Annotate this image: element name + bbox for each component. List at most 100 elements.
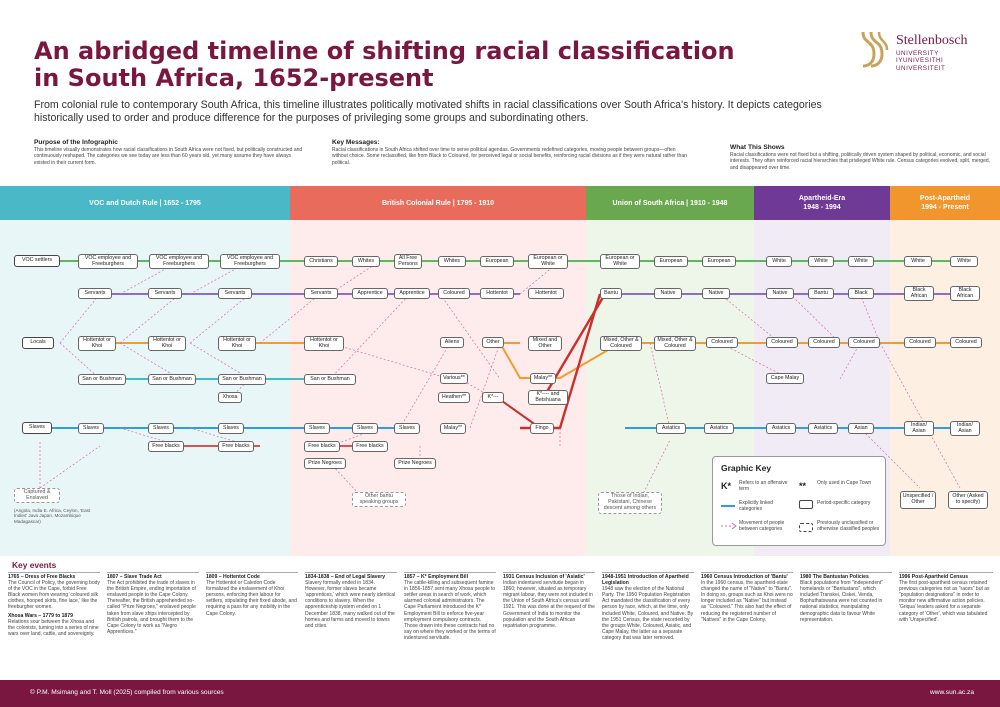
node-asiatics-union-2[interactable]: Asiatics bbox=[704, 423, 734, 434]
node-white-post-2[interactable]: White bbox=[950, 256, 978, 267]
node-white-apartheid-3[interactable]: White bbox=[848, 256, 874, 267]
node-servants-1[interactable]: Servants bbox=[78, 288, 112, 299]
intro-shows-heading: What This Shows bbox=[730, 144, 785, 151]
event-text: The first post-apartheid census retained… bbox=[899, 580, 990, 623]
node-indian-asian-1[interactable]: Indian/ Asian bbox=[904, 421, 934, 436]
node-white-apartheid-1[interactable]: White bbox=[766, 256, 792, 267]
node-san-voc-2[interactable]: San or Bushman bbox=[148, 374, 196, 385]
node-native-union-1[interactable]: Native bbox=[654, 288, 682, 299]
node-voc-employee-1[interactable]: VOC employee and Freeburghers bbox=[78, 254, 138, 269]
node-free-blacks-voc-1[interactable]: Free blacks bbox=[148, 441, 184, 452]
node-san-voc-1[interactable]: San or Bushman bbox=[78, 374, 126, 385]
node-mixed-other-coloured-1[interactable]: Mixed, Other & Coloured bbox=[600, 336, 642, 351]
node-aliens[interactable]: Aliens bbox=[440, 337, 464, 348]
node-bantu-union[interactable]: Bantu bbox=[600, 288, 622, 299]
node-black-african-2[interactable]: Black African bbox=[950, 286, 980, 301]
node-mixed-and-other[interactable]: Mixed and Other bbox=[528, 336, 562, 351]
node-unspecified-other[interactable]: Unspecified / Other bbox=[900, 491, 936, 509]
node-k-and-betshuana[interactable]: K*---- and Betshuana bbox=[528, 390, 568, 405]
node-christians[interactable]: Christians bbox=[304, 256, 338, 267]
node-slaves-origin[interactable]: Slaves bbox=[22, 422, 52, 434]
node-hottentot-british-1[interactable]: Hottentot bbox=[480, 288, 514, 299]
node-indian-pakistani-chinese[interactable]: Those of Indian, Pakistani, Chinese desc… bbox=[598, 492, 662, 514]
node-other-asked[interactable]: Other (Asked to specify) bbox=[948, 491, 988, 509]
node-voc-employee-3[interactable]: VOC employee and Freeburghers bbox=[220, 254, 280, 269]
band-british: British Colonial Rule | 1795 - 1910 bbox=[290, 186, 586, 556]
node-coloured-union[interactable]: Coloured bbox=[706, 337, 738, 348]
node-coloured-post-1[interactable]: Coloured bbox=[904, 337, 936, 348]
node-european-british[interactable]: European bbox=[480, 256, 514, 267]
node-slaves-voc-3[interactable]: Slaves bbox=[218, 423, 244, 434]
node-black-apartheid[interactable]: Black bbox=[848, 288, 874, 299]
node-coloured-apartheid-1[interactable]: Coloured bbox=[766, 337, 798, 348]
node-free-blacks-british-1[interactable]: Free blacks bbox=[304, 441, 340, 452]
footer-url-link[interactable]: www.sun.ac.za bbox=[930, 689, 974, 696]
node-slaves-british-3[interactable]: Slaves bbox=[394, 423, 420, 434]
node-coloured-post-2[interactable]: Coloured bbox=[950, 337, 982, 348]
key-line-text: Explicitly linked categories bbox=[739, 500, 773, 512]
node-malay-1[interactable]: Malay** bbox=[530, 373, 556, 384]
node-hottentot-or-khoi-british[interactable]: Hottentot or Khoi bbox=[304, 336, 344, 351]
node-hottentot-voc-3[interactable]: Hottentot or Khoi bbox=[218, 336, 256, 351]
node-native-apartheid[interactable]: Native bbox=[766, 288, 794, 299]
node-malay-2[interactable]: Malay** bbox=[440, 423, 466, 434]
node-asiatics-apartheid-2[interactable]: Asiatics bbox=[808, 423, 838, 434]
node-slaves-british-1[interactable]: Slaves bbox=[304, 423, 330, 434]
node-servants-2[interactable]: Servants bbox=[148, 288, 182, 299]
node-voc-settlers[interactable]: VOC settlers bbox=[14, 255, 60, 267]
node-european-union-1[interactable]: European bbox=[654, 256, 688, 267]
node-hottentot-british-2[interactable]: Hottentot bbox=[528, 288, 564, 299]
node-k-term[interactable]: K*--- bbox=[482, 392, 504, 403]
key-movement-arrow-icon bbox=[721, 523, 737, 529]
node-locals[interactable]: Locals bbox=[22, 337, 54, 349]
node-coloured-apartheid-2[interactable]: Coloured bbox=[808, 337, 840, 348]
node-fingo[interactable]: Fingo bbox=[530, 423, 554, 434]
node-slaves-british-2[interactable]: Slaves bbox=[352, 423, 378, 434]
node-whites-british-1[interactable]: Whites bbox=[352, 256, 380, 267]
event-title: 1980 The Bantustan Policies bbox=[800, 572, 892, 580]
node-coloured-british[interactable]: Coloured bbox=[438, 288, 470, 299]
node-heathen[interactable]: Heathen** bbox=[438, 392, 470, 403]
node-white-apartheid-2[interactable]: White bbox=[808, 256, 834, 267]
node-hottentot-voc-1[interactable]: Hottentot or Khoi bbox=[78, 336, 116, 351]
node-voc-employee-2[interactable]: VOC employee and Freeburghers bbox=[149, 254, 209, 269]
node-white-post-1[interactable]: White bbox=[904, 256, 932, 267]
node-coloured-apartheid-3[interactable]: Coloured bbox=[848, 337, 880, 348]
node-european-union-2[interactable]: European bbox=[702, 256, 736, 267]
node-xhosa[interactable]: Xhosa bbox=[218, 392, 242, 403]
node-san-voc-3[interactable]: San or Bushman bbox=[218, 374, 266, 385]
node-asiatics-union-1[interactable]: Asiatics bbox=[656, 423, 686, 434]
event-1765: 1765 – Dress of Free Blacks The Council … bbox=[8, 572, 100, 637]
node-prize-negroes-1[interactable]: Prize Negroes bbox=[304, 458, 346, 469]
node-various[interactable]: Various** bbox=[440, 373, 468, 384]
node-indian-asian-2[interactable]: Indian/ Asian bbox=[950, 421, 980, 436]
logo-subtitle: UNIVERSITY IYUNIVESITHI UNIVERSITEIT bbox=[896, 50, 946, 72]
node-captured-enslaved[interactable]: Captured & Enslaved bbox=[14, 488, 60, 503]
node-slaves-voc-2[interactable]: Slaves bbox=[148, 423, 174, 434]
node-asiatics-apartheid-1[interactable]: Asiatics bbox=[766, 423, 796, 434]
node-all-free-persons[interactable]: All Free Persons bbox=[394, 254, 422, 269]
node-black-african-1[interactable]: Black African bbox=[904, 286, 934, 301]
node-free-blacks-voc-2[interactable]: Free blacks bbox=[218, 441, 254, 452]
node-whites-british-2[interactable]: Whites bbox=[438, 256, 466, 267]
node-slaves-voc-1[interactable]: Slaves bbox=[78, 423, 104, 434]
node-other-bantu-groups[interactable]: Other bantu speaking groups bbox=[352, 492, 406, 507]
node-servants-british[interactable]: Servants bbox=[304, 288, 338, 299]
node-apprentice-2[interactable]: Apprentice bbox=[394, 288, 430, 299]
node-hottentot-voc-2[interactable]: Hottentot or Khoi bbox=[148, 336, 186, 351]
node-european-or-white-union[interactable]: European or White bbox=[600, 254, 640, 269]
node-other-british[interactable]: Other bbox=[482, 337, 504, 348]
node-cape-malay[interactable]: Cape Malay bbox=[766, 373, 804, 384]
node-bantu-apartheid[interactable]: Bantu bbox=[808, 288, 834, 299]
node-apprentice-1[interactable]: Apprentice bbox=[352, 288, 388, 299]
intro-purpose-heading: Purpose of the Infographic bbox=[34, 139, 118, 146]
node-prize-negroes-2[interactable]: Prize Negroes bbox=[394, 458, 436, 469]
node-san-british[interactable]: San or Bushman bbox=[304, 374, 356, 385]
node-european-or-white-british[interactable]: European or White bbox=[528, 254, 568, 269]
stellenbosch-logo[interactable]: Stellenbosch UNIVERSITY IYUNIVESITHI UNI… bbox=[860, 30, 990, 80]
node-asian-apartheid[interactable]: Asian bbox=[848, 423, 874, 434]
node-servants-3[interactable]: Servants bbox=[218, 288, 252, 299]
node-mixed-other-coloured-2[interactable]: Mixed, Other & Coloured bbox=[654, 336, 696, 351]
node-free-blacks-british-2[interactable]: Free blacks bbox=[352, 441, 388, 452]
node-native-union-2[interactable]: Native bbox=[702, 288, 730, 299]
